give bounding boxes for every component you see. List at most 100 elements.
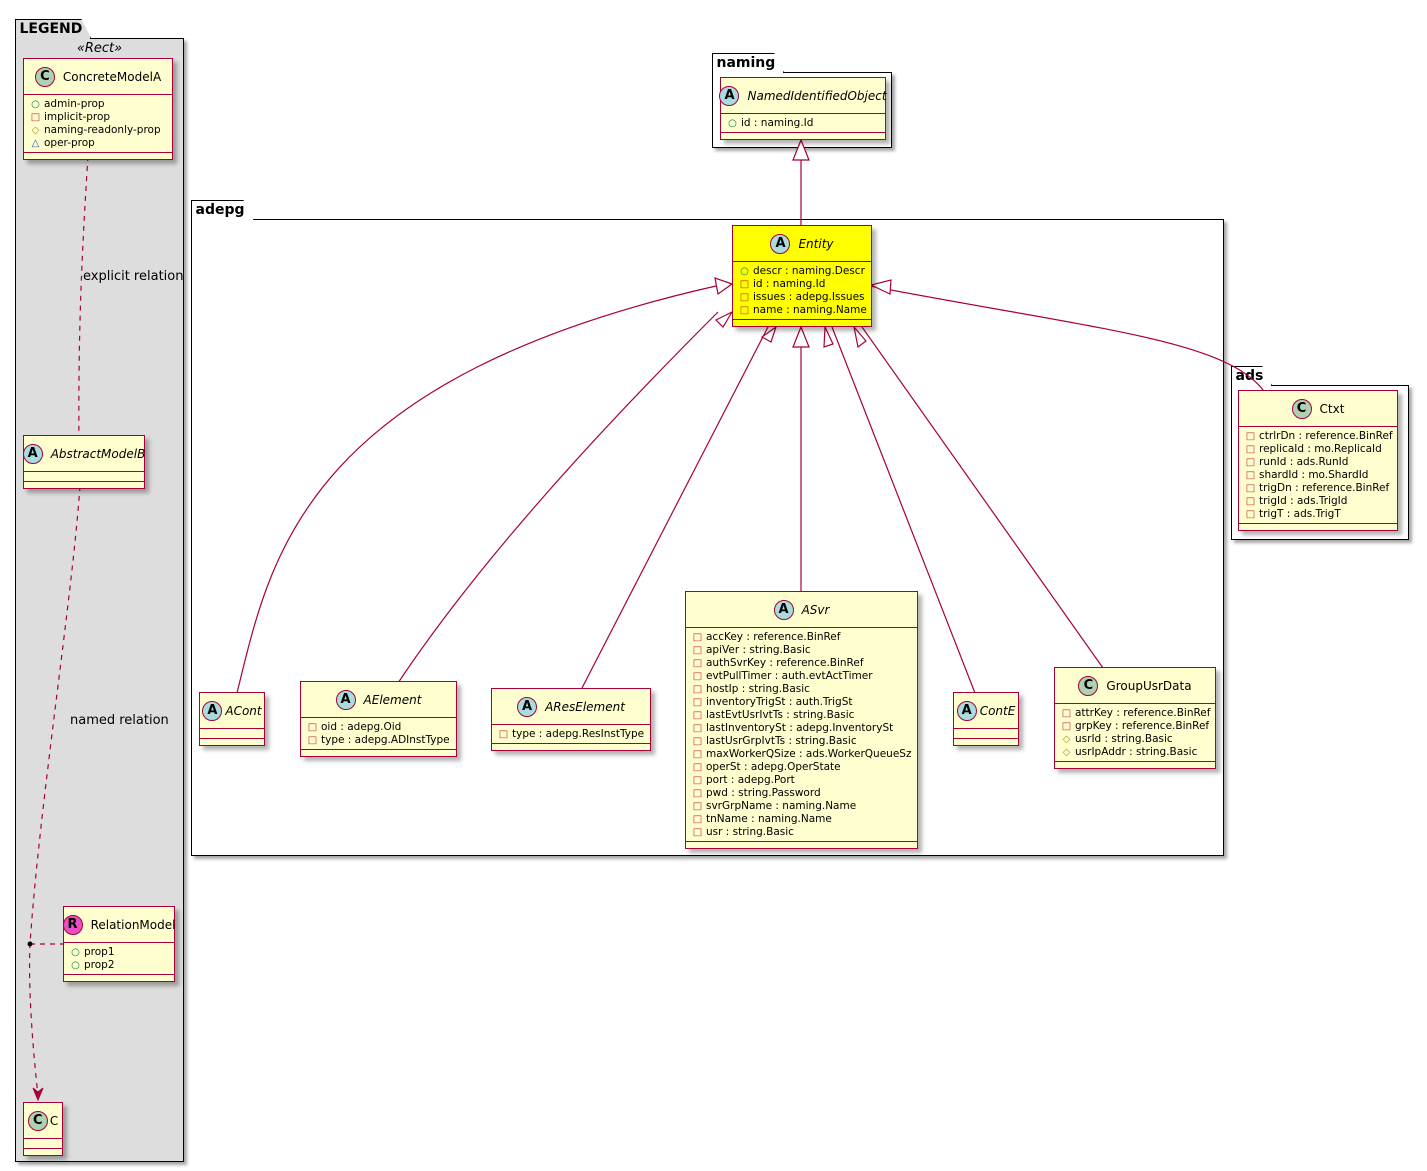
abstract-a-icon: A	[719, 85, 740, 106]
attribute-text: descr : naming.Descr	[753, 265, 865, 277]
attribute-text: name : naming.Name	[753, 304, 867, 316]
attribute-row: □trigT : ads.TrigT	[1245, 508, 1393, 521]
attribute-text: usrIpAddr : string.Basic	[1075, 746, 1198, 758]
attribute-text: grpKey : reference.BinRef	[1075, 720, 1210, 732]
arrowhead-conte	[823, 326, 834, 348]
visibility-icon: □	[739, 304, 750, 316]
attribute-row: □tnName : naming.Name	[692, 813, 913, 826]
attribute-text: trigId : ads.TrigId	[1259, 495, 1348, 507]
attributes: □type : adepg.ResInstType	[492, 725, 650, 744]
visibility-icon: □	[692, 826, 703, 838]
attribute-text: implicit-prop	[44, 111, 111, 123]
edge-named-relation	[28, 485, 81, 1097]
arrowhead-acont	[714, 277, 734, 296]
attribute-text: usr : string.Basic	[706, 826, 794, 838]
attribute-row: □grpKey : reference.BinRef	[1061, 720, 1211, 733]
attribute-text: oid : adepg.Oid	[321, 721, 402, 733]
edge-aelement-to-entity	[397, 311, 719, 684]
edge-group-usr-data-to-entity	[861, 326, 1104, 669]
abstract-a-icon: A	[956, 700, 977, 721]
visibility-icon: □	[692, 683, 703, 695]
attribute-text: runId : ads.RunId	[1259, 456, 1349, 468]
attributes	[200, 729, 264, 739]
attribute-text: id : naming.Id	[741, 117, 814, 129]
attribute-row: ○id : naming.Id	[727, 117, 881, 130]
visibility-icon: ◇	[1062, 746, 1071, 758]
attribute-text: type : adepg.ADInstType	[321, 734, 450, 746]
visibility-icon: □	[1245, 443, 1256, 455]
attribute-row: □runId : ads.RunId	[1245, 456, 1393, 469]
edge-areselement-to-entity	[581, 326, 769, 689]
attribute-row: □usr : string.Basic	[692, 826, 913, 839]
attribute-row: □hostIp : string.Basic	[692, 683, 913, 696]
attributes	[954, 729, 1018, 739]
visibility-icon: □	[1061, 720, 1072, 732]
attribute-row: ○prop2	[70, 959, 170, 972]
attribute-row: □operSt : adepg.OperState	[692, 761, 913, 774]
attribute-text: usrId : string.Basic	[1075, 733, 1173, 745]
attribute-text: naming-readonly-prop	[44, 124, 161, 136]
attribute-row: □svrGrpName : naming.Name	[692, 800, 913, 813]
legend-stereotype: «Rect»	[76, 41, 123, 56]
class-name: ACont	[225, 703, 262, 718]
class-name: ContE	[979, 703, 1016, 718]
attribute-row: ◇ usrIpAddr : string.Basic	[1061, 746, 1211, 759]
attribute-row: □pwd : string.Password	[692, 787, 913, 800]
visibility-icon: □	[692, 696, 703, 708]
attribute-row: □lastEvtUsrIvtTs : string.Basic	[692, 709, 913, 722]
class-named-identified-object: A NamedIdentifiedObject ○id : naming.Id	[719, 77, 887, 140]
attribute-row: ○ admin-prop	[30, 98, 168, 111]
abstract-a-icon: A	[517, 696, 538, 717]
attribute-text: lastEvtUsrIvtTs : string.Basic	[706, 709, 855, 721]
attribute-row: □attrKey : reference.BinRef	[1061, 707, 1211, 720]
attributes: ○prop1○prop2	[64, 943, 174, 975]
visibility-icon: □	[692, 709, 703, 721]
visibility-icon: □	[1245, 482, 1256, 494]
visibility-icon: □	[692, 774, 703, 786]
edge-explicit-relation	[78, 155, 89, 447]
arrowhead-areselement	[760, 325, 778, 343]
arrowhead-aelement	[714, 310, 734, 328]
attribute-row: □type : adepg.ResInstType	[498, 728, 646, 741]
edge-conte-to-entity	[831, 326, 976, 694]
attribute-text: svrGrpName : naming.Name	[706, 800, 857, 812]
attribute-text: evtPullTimer : auth.evtActTimer	[706, 670, 873, 682]
attribute-text: tnName : naming.Name	[706, 813, 832, 825]
attribute-row: □ctrlrDn : reference.BinRef	[1245, 430, 1393, 443]
attribute-text: trigDn : reference.BinRef	[1259, 482, 1390, 494]
attribute-row: △oper-prop	[30, 137, 168, 150]
class-name: C	[49, 1113, 59, 1128]
attribute-row: □shardId : mo.ShardId	[1245, 469, 1393, 482]
visibility-icon: □	[307, 721, 318, 733]
attributes	[24, 1139, 62, 1149]
abstract-a-icon: A	[22, 443, 43, 464]
visibility-icon: □	[692, 735, 703, 747]
attributes: ○admin-prop□implicit-prop◇naming-readonl…	[24, 95, 172, 153]
class-name: NamedIdentifiedObject	[747, 88, 887, 103]
visibility-icon: ○	[71, 946, 80, 958]
class-name: Entity	[798, 236, 834, 251]
arrowhead-named-identified-object	[792, 138, 810, 161]
arrowhead-named-relation	[32, 1087, 44, 1102]
class-c-icon: C	[1078, 675, 1099, 696]
visibility-icon: □	[1061, 707, 1072, 719]
attribute-row: □oid : adepg.Oid	[307, 721, 452, 734]
attribute-text: authSvrKey : reference.BinRef	[706, 657, 864, 669]
package-adepg-label: adepg	[191, 200, 254, 220]
visibility-icon: □	[692, 800, 703, 812]
attribute-text: admin-prop	[44, 98, 105, 110]
visibility-icon: ○	[31, 98, 40, 110]
class-name: RelationModel	[90, 917, 176, 932]
class-c-icon: C	[34, 66, 55, 87]
attribute-text: lastUsrGrpIvtTs : string.Basic	[706, 735, 857, 747]
attribute-row: □id : naming.Id	[739, 278, 867, 291]
attribute-text: id : naming.Id	[753, 278, 826, 290]
